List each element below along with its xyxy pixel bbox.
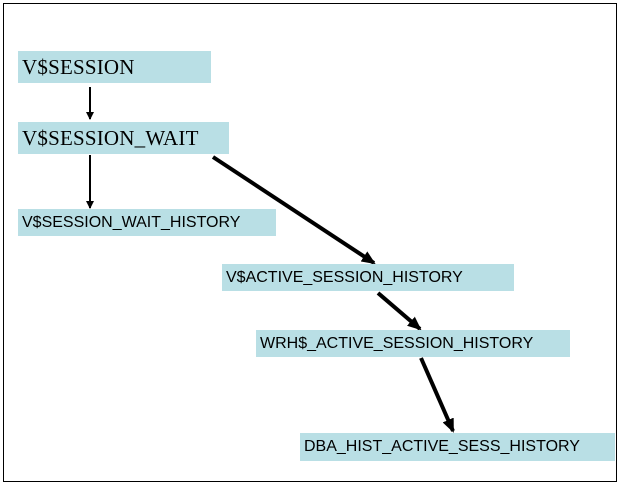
node-v-session-wait: V$SESSION_WAIT bbox=[18, 122, 229, 154]
node-label: V$ACTIVE_SESSION_HISTORY bbox=[226, 268, 463, 286]
node-v-session: V$SESSION bbox=[18, 51, 211, 83]
node-label: V$SESSION_WAIT_HISTORY bbox=[22, 213, 241, 231]
node-v-active-session-history: V$ACTIVE_SESSION_HISTORY bbox=[222, 264, 514, 291]
edge-active-session-history-to-wrh bbox=[376, 291, 422, 331]
node-dba-hist-active-sess-history: DBA_HIST_ACTIVE_SESS_HISTORY bbox=[300, 433, 615, 461]
edge-session-wait-to-active-session-history bbox=[211, 155, 376, 265]
edge-wrh-to-dba-hist bbox=[419, 357, 455, 433]
node-label: V$SESSION_WAIT bbox=[22, 125, 199, 150]
node-label: V$SESSION bbox=[22, 54, 135, 79]
node-label: WRH$_ACTIVE_SESSION_HISTORY bbox=[260, 334, 534, 352]
node-label: DBA_HIST_ACTIVE_SESS_HISTORY bbox=[304, 438, 580, 455]
node-wrh-active-session-history: WRH$_ACTIVE_SESSION_HISTORY bbox=[256, 330, 570, 357]
node-v-session-wait-history: V$SESSION_WAIT_HISTORY bbox=[18, 209, 276, 236]
